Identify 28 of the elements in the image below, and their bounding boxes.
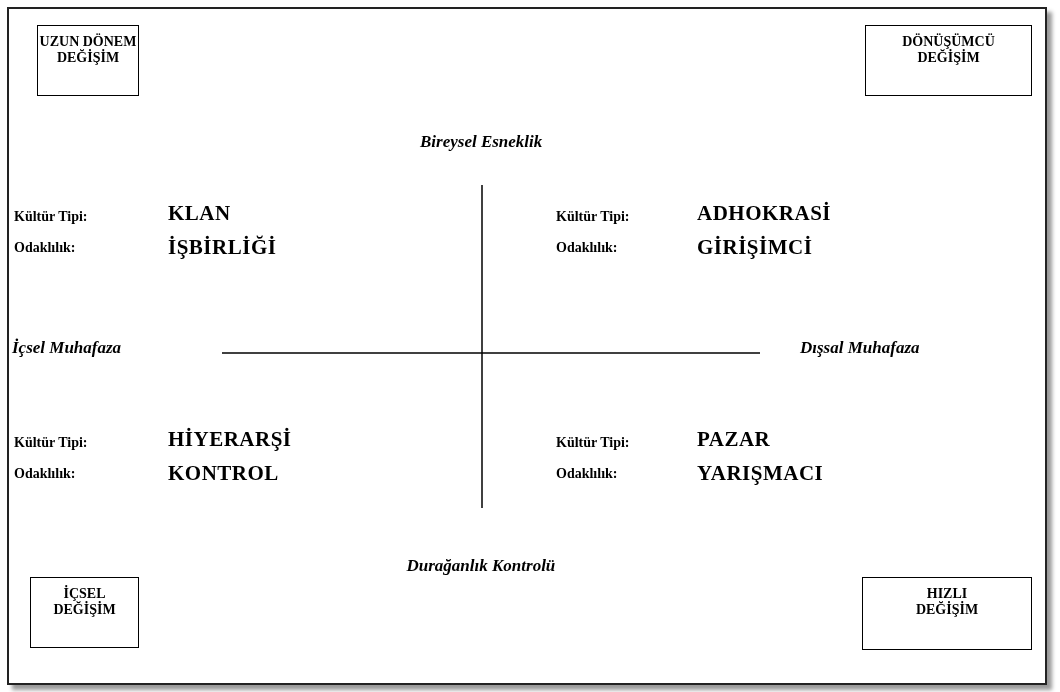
field-label: Kültür Tipi: xyxy=(14,209,88,225)
box-label: İÇSEL DEĞİŞİM xyxy=(52,586,117,618)
field-value: GİRİŞİMCİ xyxy=(697,235,813,260)
field-label: Kültür Tipi: xyxy=(556,435,630,451)
axis-label: İçsel Muhafaza xyxy=(12,338,122,358)
field-value: YARIŞMACI xyxy=(697,461,824,486)
field-label: Odaklılık: xyxy=(556,466,618,482)
corner-box xyxy=(865,25,1032,96)
field-label: Odaklılık: xyxy=(14,466,76,482)
field-value: KLAN xyxy=(168,201,231,226)
box-label: DÖNÜŞÜMCÜ DEĞİŞİM xyxy=(901,34,996,66)
axis-label: Dışsal Muhafaza xyxy=(800,338,920,358)
corner-box xyxy=(862,577,1032,650)
field-label: Kültür Tipi: xyxy=(14,435,88,451)
box-label: UZUN DÖNEM DEĞİŞİM xyxy=(38,34,138,66)
field-label: Odaklılık: xyxy=(14,240,76,256)
axis-label: Durağanlık Kontrolü xyxy=(406,556,556,576)
field-value: PAZAR xyxy=(697,427,771,452)
field-value: HİYERARŞİ xyxy=(168,427,292,452)
field-value: ADHOKRASİ xyxy=(697,201,832,226)
axis-label: Bireysel Esneklik xyxy=(420,132,543,152)
corner-box xyxy=(30,577,139,648)
field-value: İŞBİRLİĞİ xyxy=(168,235,277,260)
corner-box xyxy=(37,25,139,96)
field-value: KONTROL xyxy=(168,461,279,486)
field-label: Odaklılık: xyxy=(556,240,618,256)
field-label: Kültür Tipi: xyxy=(556,209,630,225)
box-label: HIZLI DEĞİŞİM xyxy=(914,586,980,618)
